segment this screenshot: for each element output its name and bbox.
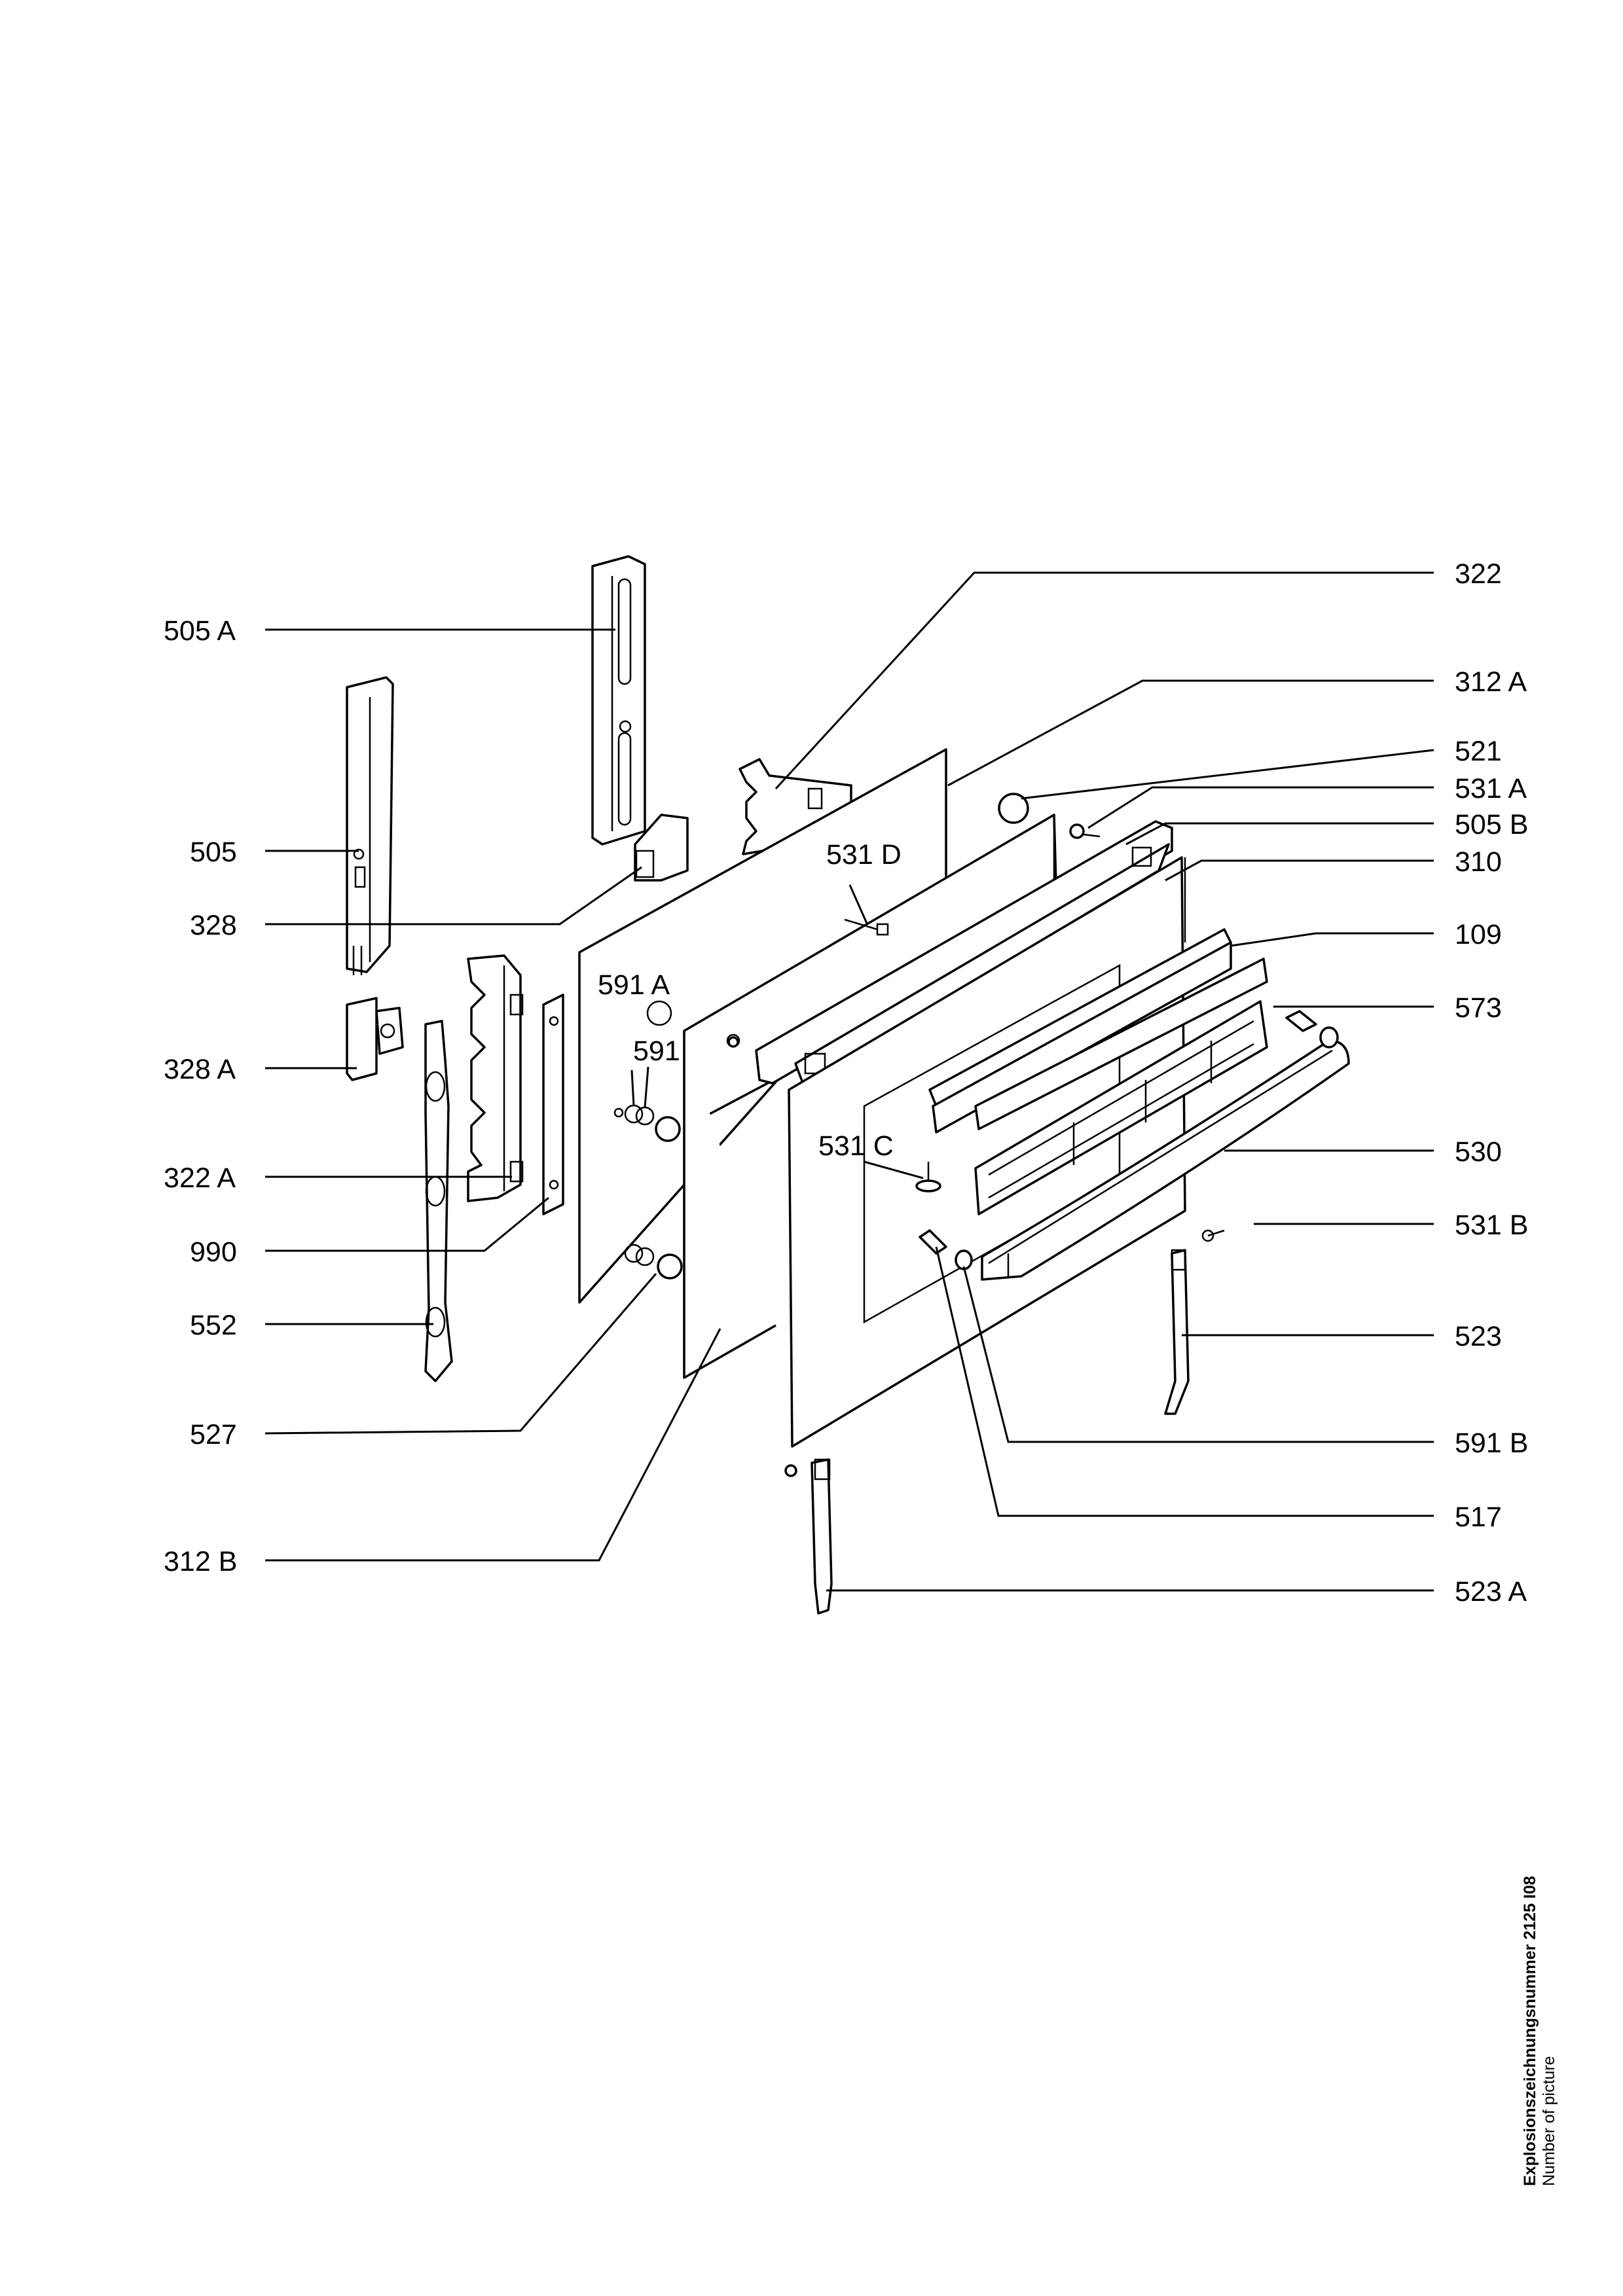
label-310: 310 xyxy=(1455,846,1502,878)
label-531a: 531 A xyxy=(1455,773,1527,804)
label-517: 517 xyxy=(1455,1501,1502,1533)
leader-527 xyxy=(264,1273,657,1435)
hinge-bracket-505 xyxy=(346,676,394,975)
leader-109 xyxy=(1230,932,1434,947)
leader-312a xyxy=(947,679,1434,787)
clip-328 xyxy=(634,814,689,882)
label-322a: 322 A xyxy=(164,1162,236,1194)
drawing-number-caption: Explosionszeichnungsnummer 2125 I08 xyxy=(1521,1876,1539,2186)
rail-573 xyxy=(974,958,1268,1130)
leader-lines xyxy=(264,571,1434,1592)
label-505a: 505 A xyxy=(164,615,236,647)
grille-530 xyxy=(974,1000,1268,1215)
label-552: 552 xyxy=(190,1310,237,1341)
label-523: 523 xyxy=(1455,1321,1502,1352)
label-312b: 312 B xyxy=(164,1546,237,1577)
leader-531c xyxy=(864,1160,924,1179)
label-591b: 591 B xyxy=(1455,1427,1528,1459)
screw-531c xyxy=(915,1162,941,1193)
bracket-523 xyxy=(1164,1249,1190,1415)
label-521: 521 xyxy=(1455,736,1502,767)
leader-322 xyxy=(775,571,1434,790)
leader-521 xyxy=(1021,749,1434,800)
label-591a: 591 A xyxy=(598,969,670,1001)
leader-591a xyxy=(630,1069,635,1107)
button-521 xyxy=(998,793,1029,824)
label-328: 328 xyxy=(190,910,237,941)
number-of-picture-caption: Number of picture xyxy=(1540,2056,1558,2186)
leader-531d xyxy=(848,884,869,925)
strip-990 xyxy=(542,994,564,1215)
handle-rail xyxy=(981,1039,1350,1281)
label-527: 527 xyxy=(190,1419,237,1450)
label-591: 591 xyxy=(633,1035,680,1067)
spacer-573-pin xyxy=(1285,1010,1339,1049)
hinge-bracket-505a xyxy=(591,555,646,846)
label-990: 990 xyxy=(190,1236,237,1268)
screw-531b xyxy=(1201,1229,1225,1242)
leader-990 xyxy=(265,1196,549,1252)
hinge-plate-322a xyxy=(467,954,524,1202)
label-322: 322 xyxy=(1455,558,1502,590)
screw-531d xyxy=(844,918,889,936)
leader-591b xyxy=(962,1266,1434,1443)
label-530: 530 xyxy=(1455,1136,1502,1168)
label-505b: 505 B xyxy=(1455,809,1528,840)
spacer-517 xyxy=(919,1229,947,1255)
screw-531a xyxy=(1069,823,1101,839)
label-531d: 531 D xyxy=(826,839,902,870)
parts-illustration xyxy=(346,555,1350,1615)
part-labels: 505 A 505 328 328 A 322 A 990 552 527 31… xyxy=(164,558,1528,1607)
label-573: 573 xyxy=(1455,992,1502,1024)
label-531b: 531 B xyxy=(1455,1210,1528,1241)
label-109: 109 xyxy=(1455,919,1502,950)
leader-328 xyxy=(265,866,642,925)
seal-109 xyxy=(928,928,1232,1134)
label-531c: 531 C xyxy=(818,1130,894,1162)
leader-517 xyxy=(935,1246,1434,1517)
label-523a: 523 A xyxy=(1455,1576,1527,1607)
strip-552 xyxy=(424,1020,453,1382)
leader-310 xyxy=(1165,859,1434,882)
hinge-plate-322 xyxy=(739,758,852,855)
screw-bottom xyxy=(784,1464,797,1477)
leader-312b xyxy=(265,1328,721,1562)
leader-531a xyxy=(1087,786,1434,829)
clip-328a xyxy=(346,997,404,1081)
screw-left xyxy=(727,1036,739,1048)
leader-591 xyxy=(644,1066,649,1108)
bracket-523a xyxy=(811,1458,833,1615)
label-328a: 328 A xyxy=(164,1054,236,1085)
washer-591b xyxy=(955,1249,973,1270)
label-505: 505 xyxy=(190,836,237,868)
leader-505b xyxy=(1125,822,1434,846)
label-312a: 312 A xyxy=(1455,666,1527,698)
